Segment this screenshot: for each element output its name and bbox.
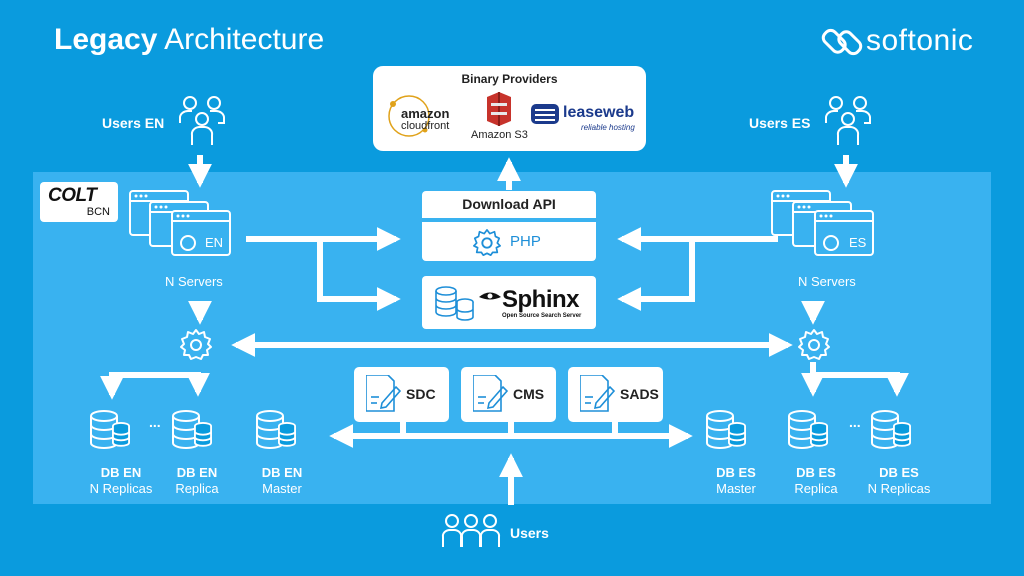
db-es-master-title: DB ES (716, 465, 756, 480)
leaseweb-logo-icon (531, 104, 559, 124)
servers-en-label: N Servers (165, 274, 223, 289)
db-es-master-sub: Master (716, 481, 756, 496)
service-sdc-box: SDC (354, 367, 449, 422)
users-label: Users (510, 525, 549, 541)
cloudfront-line1: amazon (401, 106, 450, 121)
sdc-document-icon (366, 375, 401, 412)
sphinx-name: Sphinx (502, 286, 580, 313)
db-es-n-replicas-title: DB ES (879, 465, 919, 480)
title-bold: Legacy (54, 23, 158, 56)
title-light: Architecture (164, 23, 325, 56)
servers-es-badge: ES (849, 235, 867, 250)
db-en-replica-sub: Replica (175, 481, 219, 496)
amazon-s3-logo-icon (487, 92, 511, 126)
db-en-master-label: DB EN Master (250, 465, 314, 497)
service-cms-box: CMS (461, 367, 556, 422)
db-en-master-title: DB EN (261, 465, 303, 480)
softonic-logo-icon (821, 28, 863, 56)
php-label: PHP (510, 233, 541, 250)
sphinx-eye-icon (479, 292, 501, 300)
users-es-label: Users ES (749, 115, 811, 131)
service-sads-box: SADS (568, 367, 663, 422)
db-en-n-replicas-sub: N Replicas (89, 481, 153, 496)
leaseweb-tagline: reliable hosting (581, 123, 635, 132)
page-title: Legacy Architecture (54, 22, 324, 58)
brand-logo-text: softonic (866, 24, 974, 57)
db-en-master-sub: Master (262, 481, 302, 496)
cloudfront-line2: cloudfront (401, 120, 450, 132)
sads-document-icon (580, 375, 615, 412)
cms-document-icon (473, 375, 508, 412)
php-box: PHP (422, 222, 596, 261)
servers-en-icon (129, 190, 231, 256)
users-en-icon (179, 96, 225, 146)
leaseweb-label: leaseweb (563, 104, 635, 121)
users-en-label: Users EN (102, 115, 165, 131)
servers-en-badge: EN (205, 235, 224, 250)
service-sdc-label: SDC (406, 386, 436, 402)
db-es-replica-sub: Replica (794, 481, 838, 496)
binary-providers-title: Binary Providers (461, 72, 558, 86)
db-es-ellipsis: ... (849, 414, 861, 430)
sphinx-tagline: Open Source Search Server (502, 313, 582, 319)
amazon-s3-label: Amazon S3 (471, 129, 528, 141)
users-es-icon (825, 96, 871, 146)
download-api-box: Download API (422, 191, 596, 218)
db-en-ellipsis: ... (149, 414, 161, 430)
users-icon (441, 514, 501, 547)
cloudfront-logo-icon (388, 95, 430, 137)
sphinx-box: Sphinx Open Source Search Server (422, 276, 596, 329)
db-es-n-replicas-sub: N Replicas (867, 481, 931, 496)
db-en-n-replicas-label: DB EN N Replicas (80, 465, 162, 497)
binary-providers-panel: Binary Providers amazon cloudfront Amazo… (373, 66, 646, 151)
db-en-n-replicas-title: DB EN (100, 465, 142, 480)
servers-es-icon (771, 190, 874, 256)
db-en-replica-label: DB EN Replica (164, 465, 230, 497)
db-es-replica-title: DB ES (796, 465, 836, 480)
colt-logo: COLT BCN (40, 182, 118, 222)
db-es-n-replicas-label: DB ES N Replicas (858, 465, 940, 497)
db-es-replica-label: DB ES Replica (784, 465, 848, 497)
connectors (100, 155, 909, 505)
sphinx-db-icon (435, 286, 474, 321)
db-en-replica-title: DB EN (176, 465, 218, 480)
service-cms-label: CMS (513, 386, 545, 402)
servers-es-label: N Servers (798, 274, 856, 289)
service-sads-label: SADS (620, 386, 659, 402)
db-es-master-label: DB ES Master (704, 465, 768, 497)
colt-location: BCN (86, 206, 110, 218)
colt-name: COLT (48, 185, 97, 206)
php-gear-icon (473, 229, 501, 257)
